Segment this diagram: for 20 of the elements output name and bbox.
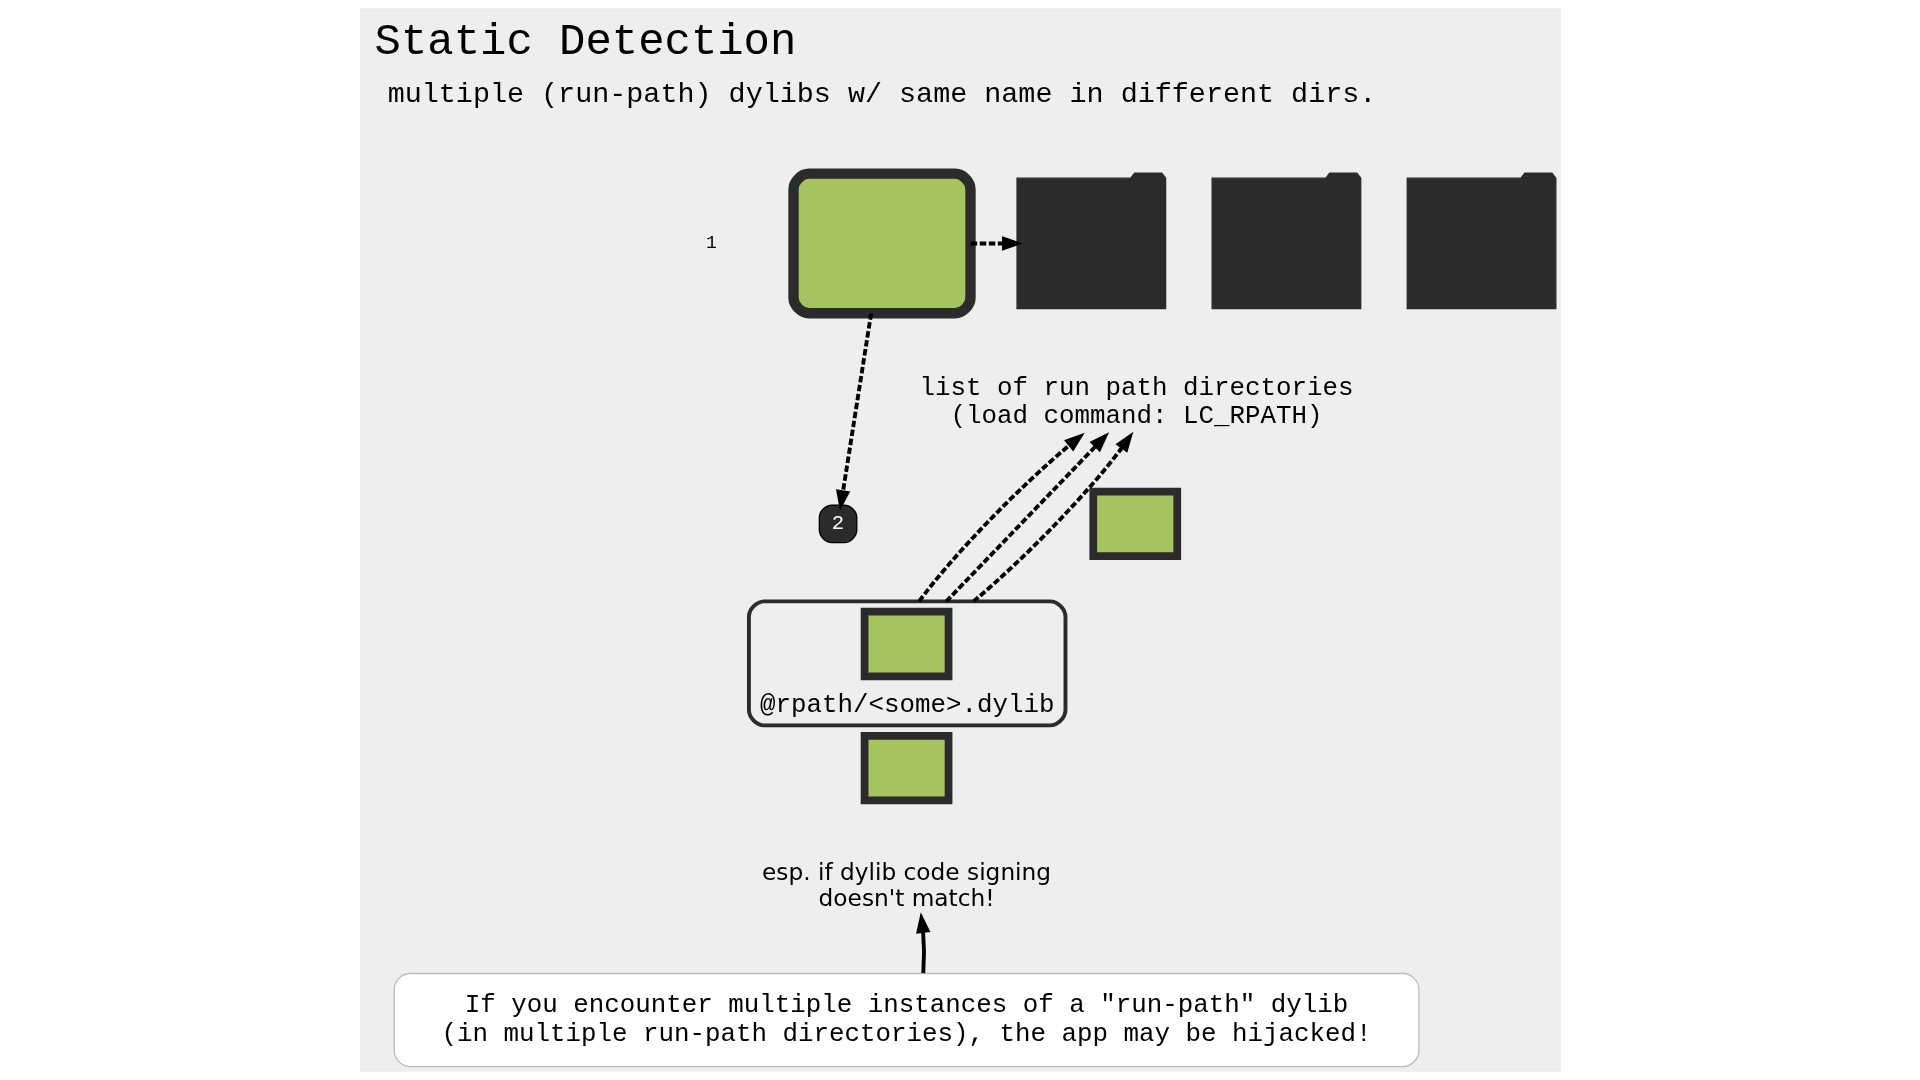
node-text: list of run path directories (load command: LC_RPATH) xyxy=(919,372,1354,432)
arrow xyxy=(917,432,1085,603)
node-folder xyxy=(1015,172,1166,310)
arrow xyxy=(970,236,1023,251)
arrow xyxy=(944,432,1109,603)
arrow xyxy=(915,912,930,974)
node-folder xyxy=(1211,172,1361,310)
label: multiple (run-path) dylibs w/ same name in different dirs. xyxy=(387,78,1376,112)
node-box xyxy=(787,168,976,319)
label: 1 xyxy=(705,233,717,254)
cluster: @rpath/<some>.dylib xyxy=(746,599,1067,728)
node-folder xyxy=(1406,172,1556,310)
diagram-title: Static Detection xyxy=(374,16,796,67)
node-box xyxy=(1088,487,1181,561)
node-box xyxy=(860,607,952,681)
arrow xyxy=(971,431,1133,603)
node-box: If you encounter multiple instances of a "run-path" dylib (in multiple run-path directories), the app may be hijacked! xyxy=(393,972,1419,1068)
arrow xyxy=(835,313,873,511)
node-text: esp. if dylib code signing doesn't match! xyxy=(761,857,1051,911)
node-box xyxy=(860,731,952,805)
